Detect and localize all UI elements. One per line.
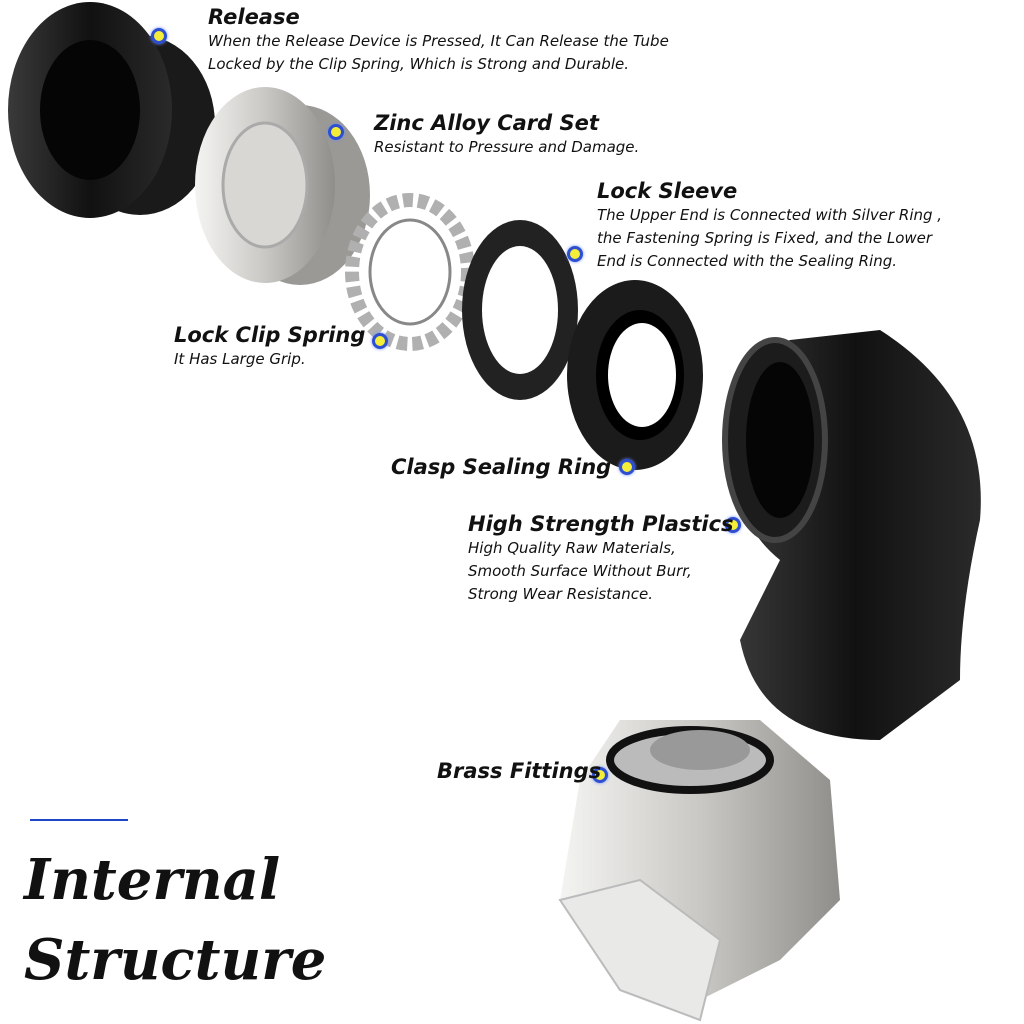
sealing-ring-title: Clasp Sealing Ring xyxy=(391,455,612,479)
zinc-title: Zinc Alloy Card Set xyxy=(374,111,599,135)
plastics-title: High Strength Plastics xyxy=(468,512,734,536)
lock-sleeve-part xyxy=(462,220,578,400)
lock-sleeve-desc-line: the Fastening Spring is Fixed, and the L… xyxy=(597,229,933,247)
release-label: Release When the Release Device is Press… xyxy=(208,4,669,76)
lock-sleeve-desc-line: The Upper End is Connected with Silver R… xyxy=(597,206,943,224)
brass-fittings-label: Brass Fittings xyxy=(437,758,601,784)
lock-clip-desc-line: It Has Large Grip. xyxy=(174,350,306,368)
zinc-callout-dot xyxy=(328,124,344,140)
lock-clip-callout-dot xyxy=(372,333,388,349)
plastics-callout-dot xyxy=(725,517,741,533)
clasp-sealing-ring-part xyxy=(567,280,703,470)
zinc-alloy-card-set-part xyxy=(195,87,370,285)
plastics-desc-line: Strong Wear Resistance. xyxy=(468,585,654,603)
release-desc-line: Locked by the Clip Spring, Which is Stro… xyxy=(208,55,629,73)
zinc-desc-line: Resistant to Pressure and Damage. xyxy=(374,138,640,156)
lock-clip-spring-label: Lock Clip Spring It Has Large Grip. xyxy=(174,322,365,371)
plastics-desc-line: High Quality Raw Materials, xyxy=(468,539,676,557)
brass-fittings-part xyxy=(558,720,840,1022)
brass-title: Brass Fittings xyxy=(437,759,602,783)
lock-sleeve-callout-dot xyxy=(567,246,583,262)
release-desc-line: When the Release Device is Pressed, It C… xyxy=(208,32,669,50)
clasp-sealing-ring-label: Clasp Sealing Ring xyxy=(391,454,611,480)
lock-clip-spring-part xyxy=(345,193,475,351)
accent-bar xyxy=(30,819,128,821)
high-strength-plastics-label: High Strength Plastics High Quality Raw … xyxy=(468,511,734,606)
lock-sleeve-label: Lock Sleeve The Upper End is Connected w… xyxy=(597,178,942,273)
heading-line-1: Internal xyxy=(24,847,281,913)
lock-sleeve-desc-line: End is Connected with the Sealing Ring. xyxy=(597,252,897,270)
high-strength-plastics-elbow-part xyxy=(722,330,981,740)
lock-clip-title: Lock Clip Spring xyxy=(174,323,366,347)
lock-sleeve-title: Lock Sleeve xyxy=(597,179,738,203)
zinc-alloy-label: Zinc Alloy Card Set Resistant to Pressur… xyxy=(374,110,639,159)
plastics-desc-line: Smooth Surface Without Burr, xyxy=(468,562,692,580)
release-title: Release xyxy=(208,5,300,29)
release-part xyxy=(8,2,215,218)
heading-line-2: Structure xyxy=(24,927,327,993)
release-callout-dot xyxy=(151,28,167,44)
sealing-ring-callout-dot xyxy=(619,459,635,475)
brass-callout-dot xyxy=(592,767,608,783)
